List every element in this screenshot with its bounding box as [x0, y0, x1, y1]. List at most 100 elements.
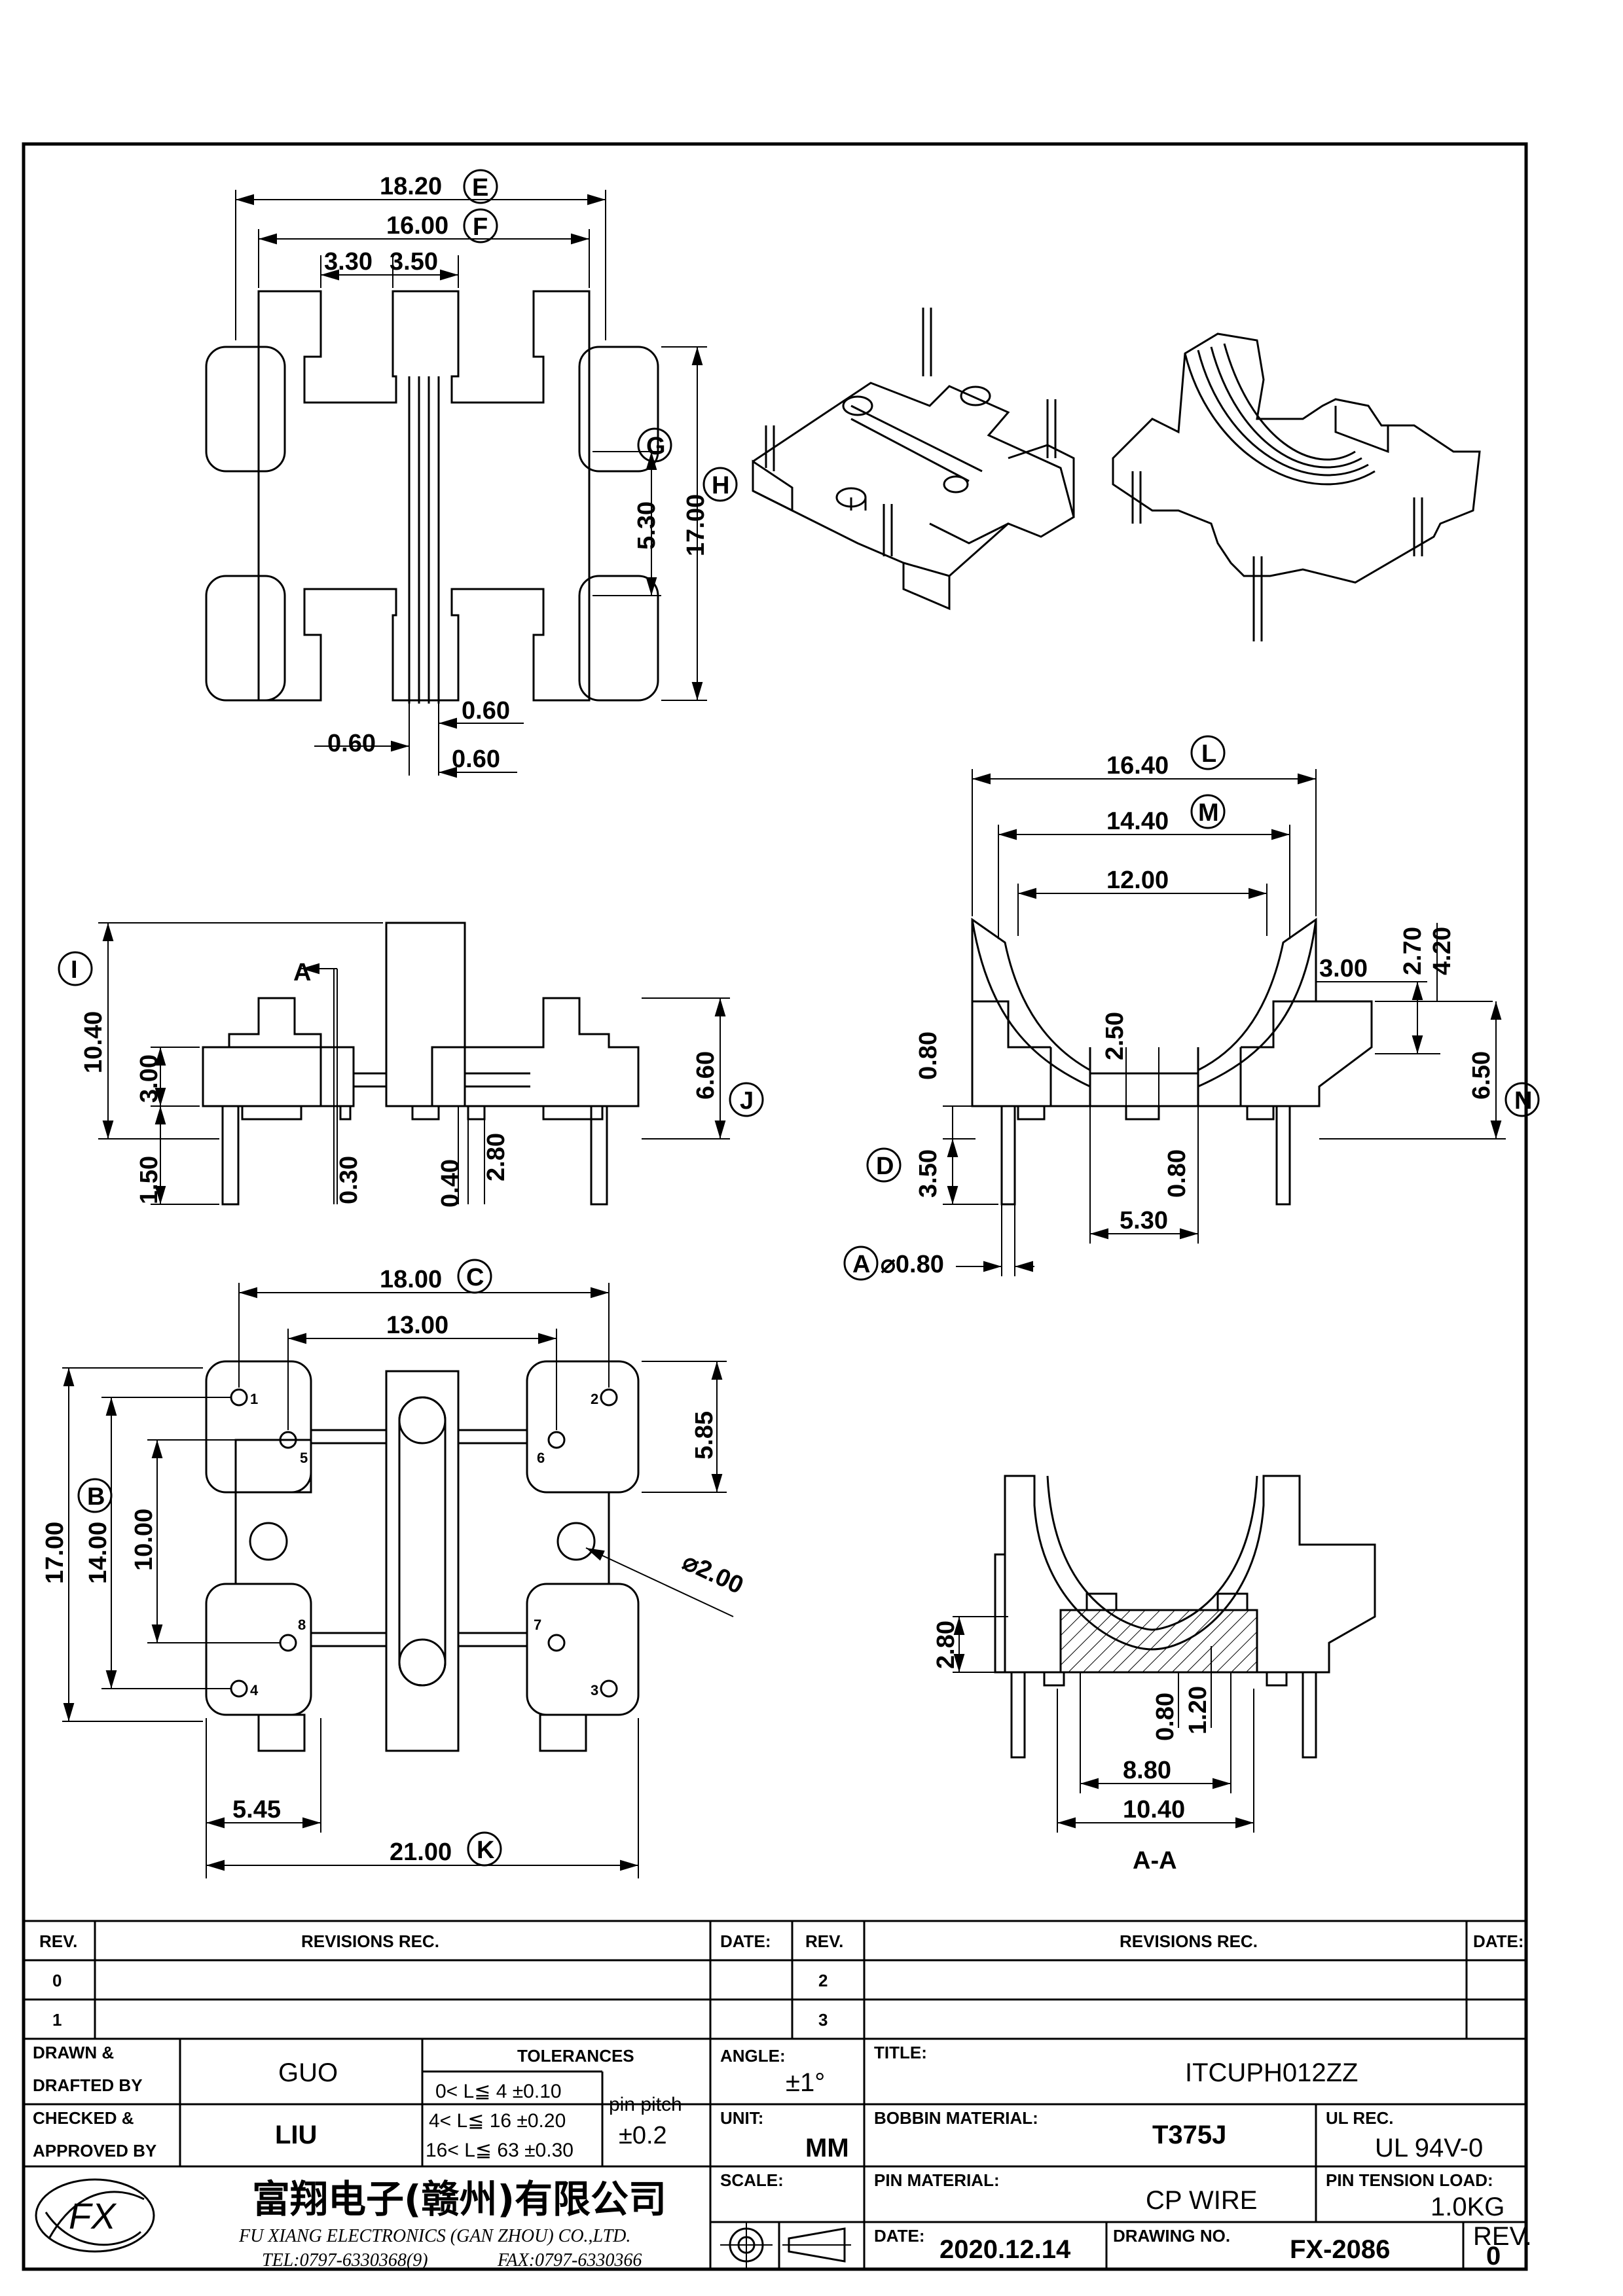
circled-A	[843, 1246, 879, 1281]
circled-C-letter: C	[466, 1264, 484, 1291]
pin-label-4: 4	[250, 1682, 259, 1698]
circled-H-letter: H	[712, 472, 729, 499]
section-view	[953, 1475, 1376, 1833]
dim-w1: 3.30	[324, 248, 373, 276]
company-name-cn: 富翔电子(赣州)有限公司	[252, 2177, 666, 2221]
dim-h2: 10.00	[130, 1509, 158, 1571]
checked-label-2: APPROVED BY	[33, 2141, 156, 2161]
dim-h1: 5.85	[691, 1411, 718, 1460]
rev-row-2: 2	[818, 1971, 828, 1990]
bobbin-value: T375J	[1152, 2121, 1226, 2149]
pin-label-7: 7	[534, 1617, 541, 1633]
dim-K: 21.00	[390, 1839, 452, 1866]
dim-w: 12.00	[1106, 867, 1169, 894]
circled-K-letter: K	[477, 1837, 495, 1864]
angle-label: ANGLE:	[720, 2046, 786, 2066]
circled-B-letter: B	[87, 1483, 105, 1511]
sec-dim-a: 2.80	[932, 1621, 960, 1669]
circled-D	[866, 1147, 902, 1183]
dim-B: 14.00	[84, 1522, 112, 1584]
company-logo: FX	[35, 2178, 155, 2253]
pin-label-6: 6	[537, 1450, 545, 1466]
side-view	[943, 769, 1506, 1276]
checked-by: LIU	[275, 2121, 317, 2149]
angle-value: ±1°	[786, 2068, 825, 2097]
dim-s3: 0.60	[452, 745, 500, 773]
company-fax: FAX:0797-6330366	[497, 2250, 642, 2270]
iso-view-bottom	[1112, 332, 1481, 641]
pin-material-label: PIN MATERIAL:	[874, 2170, 1000, 2190]
drawing-no-label: DRAWING NO.	[1113, 2226, 1230, 2246]
company-name-en: FU XIANG ELECTRONICS (GAN ZHOU) CO.,LTD.	[238, 2226, 630, 2246]
sec-dim-d: 8.80	[1123, 1757, 1171, 1784]
dim-c: 0.30	[335, 1156, 363, 1204]
pin-label-8: 8	[298, 1617, 306, 1633]
circled-F	[463, 208, 498, 243]
bobbin-label: BOBBIN MATERIAL:	[874, 2108, 1038, 2128]
bottom-view-labels: 18.00 C 13.00 5.85 B 17.00 14.00 10.00 ⌀…	[41, 1259, 748, 1867]
dim-v: 5.30	[1120, 1207, 1168, 1234]
dim-q: 2.70	[1399, 927, 1427, 975]
circled-I-letter: I	[71, 956, 78, 984]
pin-pitch-label: pin pitch	[609, 2094, 682, 2115]
dim-A: ⌀0.80	[881, 1251, 944, 1278]
logo-text: FX	[69, 2195, 117, 2236]
circled-M-letter: M	[1198, 799, 1219, 827]
pin-material-value: CP WIRE	[1146, 2186, 1257, 2215]
drawn-label-2: DRAFTED BY	[33, 2075, 143, 2095]
unit-label: UNIT:	[720, 2108, 763, 2128]
dim-total: 17.00	[41, 1522, 69, 1584]
circled-E	[463, 169, 498, 204]
company-tel: TEL:0797-6330368(9)	[262, 2250, 428, 2270]
circled-G	[637, 427, 672, 463]
front-view-labels: I A 10.40 3.00 1.50 0.30 0.40 2.80 6.60 …	[58, 951, 764, 1208]
ul-label: UL REC.	[1326, 2108, 1394, 2128]
circled-I	[58, 951, 93, 986]
drawn-label-1: DRAWN &	[33, 2043, 114, 2062]
rev-header-left: REV.	[39, 1931, 77, 1951]
dim-hole: ⌀2.00	[678, 1548, 748, 1600]
side-view-labels: 16.40 L 14.40 M 12.00 3.00 2.70 4.20 2.5…	[843, 735, 1540, 1281]
sec-dim-b: 0.80	[1152, 1693, 1179, 1741]
circled-N-letter: N	[1514, 1087, 1532, 1115]
dim-w2: 3.50	[390, 248, 438, 276]
dim-H: 17.00	[682, 494, 710, 556]
rev-row-1: 1	[52, 2010, 62, 2030]
dim-a: 3.00	[136, 1054, 163, 1103]
dim-p: 3.00	[1319, 955, 1368, 982]
date-header-left: DATE:	[720, 1931, 771, 1951]
circled-J	[729, 1082, 764, 1117]
dim-x: 5.45	[232, 1796, 281, 1823]
dim-bottom-w: 13.00	[386, 1312, 448, 1339]
bottom-view	[62, 1283, 734, 1878]
pin-label-3: 3	[591, 1682, 598, 1698]
circled-E-letter: E	[472, 174, 488, 202]
dim-C: 18.00	[380, 1266, 442, 1293]
ul-value: UL 94V-0	[1375, 2134, 1483, 2162]
dim-u: 0.80	[1163, 1149, 1191, 1198]
rev-row-3: 3	[818, 2010, 828, 2030]
pin-label-5: 5	[300, 1450, 308, 1466]
rev-label: REV.	[1473, 2222, 1532, 2251]
date-value: 2020.12.14	[939, 2235, 1071, 2264]
rev-value: 0	[1486, 2242, 1501, 2270]
sec-dim-e: 10.40	[1123, 1796, 1185, 1823]
sheet-border	[22, 142, 1528, 2271]
circled-B	[77, 1478, 113, 1513]
title-label: TITLE:	[874, 2043, 927, 2062]
dim-t: 0.80	[915, 1031, 942, 1080]
dim-G: 5.30	[633, 501, 661, 550]
front-view	[98, 922, 730, 1206]
title-value: ITCUPH012ZZ	[1185, 2058, 1359, 2087]
top-view	[205, 190, 707, 778]
circled-F-letter: F	[473, 213, 488, 241]
tolerances-label: TOLERANCES	[517, 2046, 634, 2066]
revisions-header-left: REVISIONS REC.	[301, 1931, 439, 1951]
dim-E: 18.20	[380, 173, 442, 200]
date-label: DATE:	[874, 2226, 925, 2246]
drawing-no-value: FX-2086	[1290, 2235, 1390, 2264]
dim-e: 2.80	[483, 1133, 510, 1181]
circled-J-letter: J	[740, 1087, 754, 1115]
dim-s: 2.50	[1101, 1012, 1129, 1060]
